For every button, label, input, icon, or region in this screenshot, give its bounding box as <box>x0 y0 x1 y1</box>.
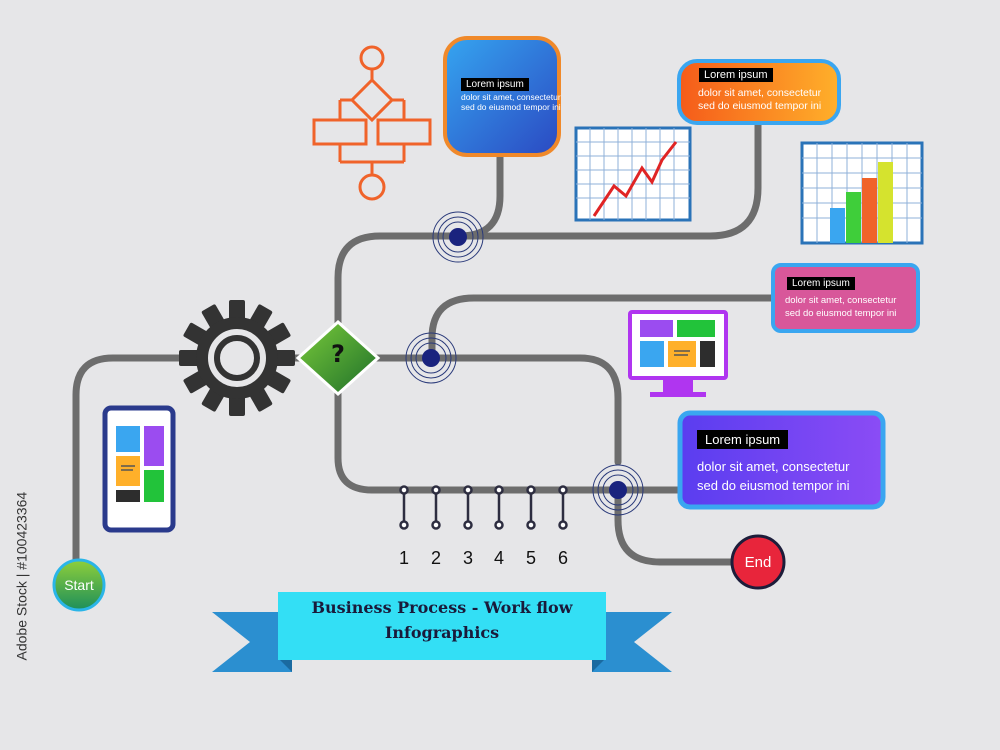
end-label: End <box>744 554 772 571</box>
info-box-orange-title: Lorem ipsum <box>699 68 773 82</box>
line-chart-icon <box>574 126 692 222</box>
step-pins <box>399 485 568 530</box>
decision-question-mark: ? <box>331 340 345 368</box>
info-box-blue-title: Lorem ipsum <box>461 78 529 91</box>
info-box-pink-line1: dolor sit amet, consectetur <box>785 295 897 306</box>
gear-icon <box>179 300 295 416</box>
info-box-pink-line2: sed do eiusmod tempor ini <box>785 308 897 319</box>
path-decision-to-node1 <box>334 232 464 334</box>
step-number-5: 5 <box>525 548 536 568</box>
target-node-1 <box>432 211 484 263</box>
banner-ribbon <box>212 592 672 672</box>
flowchart-icon <box>312 45 432 201</box>
monitor-icon <box>628 310 728 397</box>
path-start-to-gear <box>72 354 194 564</box>
info-box-orange-line1: dolor sit amet, consectetur <box>698 87 822 99</box>
path-node2-to-pink <box>428 294 779 362</box>
info-box-orange-line2: sed do eiusmod tempor ini <box>698 100 822 112</box>
info-box-purple-line2: sed do eiusmod tempor ini <box>697 478 850 493</box>
info-box-blue-line2: sed do eiusmod tempor ini <box>461 102 561 112</box>
banner-title-line2: Infographics <box>384 623 500 642</box>
info-box-purple-line1: dolor sit amet, consectetur <box>697 459 850 474</box>
info-box-blue <box>443 36 561 157</box>
step-number-2: 2 <box>430 548 441 568</box>
path-node1-to-orange <box>456 116 762 240</box>
target-node-2 <box>405 332 457 384</box>
path-node3-to-end <box>614 486 736 566</box>
step-number-4: 4 <box>493 548 504 568</box>
tablet-icon <box>102 405 176 533</box>
path-node1-to-bluebox <box>456 148 504 240</box>
info-box-pink-title: Lorem ipsum <box>787 277 855 290</box>
start-label: Start <box>64 577 94 593</box>
path-decision-to-steps <box>334 382 622 494</box>
decision-diamond <box>295 319 381 397</box>
step-number-1: 1 <box>398 548 409 568</box>
step-number-6: 6 <box>557 548 568 568</box>
target-node-3 <box>592 464 644 516</box>
end-circle <box>730 534 786 590</box>
path-decision-to-branch <box>362 354 622 466</box>
step-number-3: 3 <box>462 548 473 568</box>
info-box-purple-title: Lorem ipsum <box>697 430 789 449</box>
banner-title-line1: Business Process - Work flow <box>311 598 573 617</box>
bar-chart-icon <box>800 141 924 245</box>
start-circle <box>52 558 106 612</box>
workflow-paths <box>72 116 779 566</box>
info-box-blue-line1: dolor sit amet, consectetur <box>461 92 561 102</box>
stock-credit: Adobe Stock | #100423364 <box>13 491 30 661</box>
